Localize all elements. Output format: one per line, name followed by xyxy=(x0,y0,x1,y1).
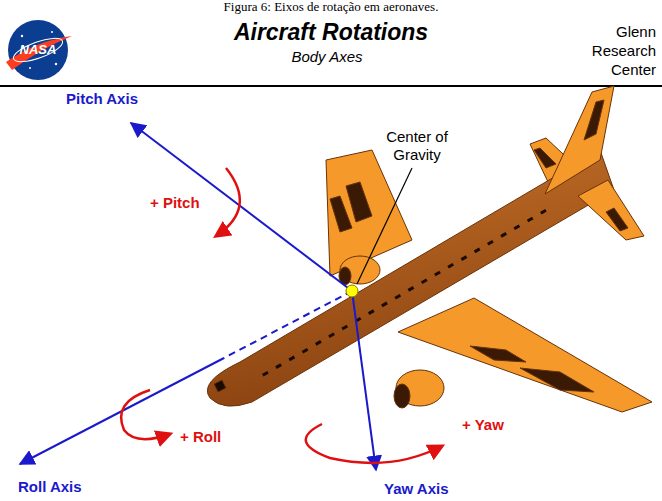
center-of-gravity-dot xyxy=(346,285,358,297)
callout-label: Center of Gravity xyxy=(374,128,460,164)
body-axes xyxy=(20,123,376,470)
axis-label: Yaw Axis xyxy=(384,480,448,498)
pitch-rotation-arrow xyxy=(216,168,240,236)
roll-rotation-arrow xyxy=(121,390,170,439)
center-name: Glenn Research Center xyxy=(576,22,656,79)
diagram-title: Aircraft Rotations xyxy=(0,18,662,46)
rotation-label: + Pitch xyxy=(150,194,200,212)
rotation-label: + Roll xyxy=(180,428,221,446)
pitch-axis xyxy=(131,123,352,291)
axis-label: Roll Axis xyxy=(18,478,82,496)
yaw-axis xyxy=(352,291,376,470)
rotation-label: + Yaw xyxy=(462,416,504,434)
logo-text: NASA xyxy=(8,42,68,58)
figure-caption: Figura 6: Eixos de rotação em aeronaves. xyxy=(0,0,662,14)
roll-axis-hidden xyxy=(224,291,352,358)
aircraft xyxy=(207,86,652,412)
subtitle: Body Axes xyxy=(0,48,658,66)
roll-axis xyxy=(20,358,224,464)
window-row xyxy=(262,209,547,377)
yaw-rotation-arrow xyxy=(306,424,442,463)
nasa-logo xyxy=(6,20,72,80)
axis-label: Pitch Axis xyxy=(66,90,138,108)
leader-line xyxy=(357,168,412,284)
rotation-arrows xyxy=(121,168,442,463)
header-rule xyxy=(0,85,662,87)
